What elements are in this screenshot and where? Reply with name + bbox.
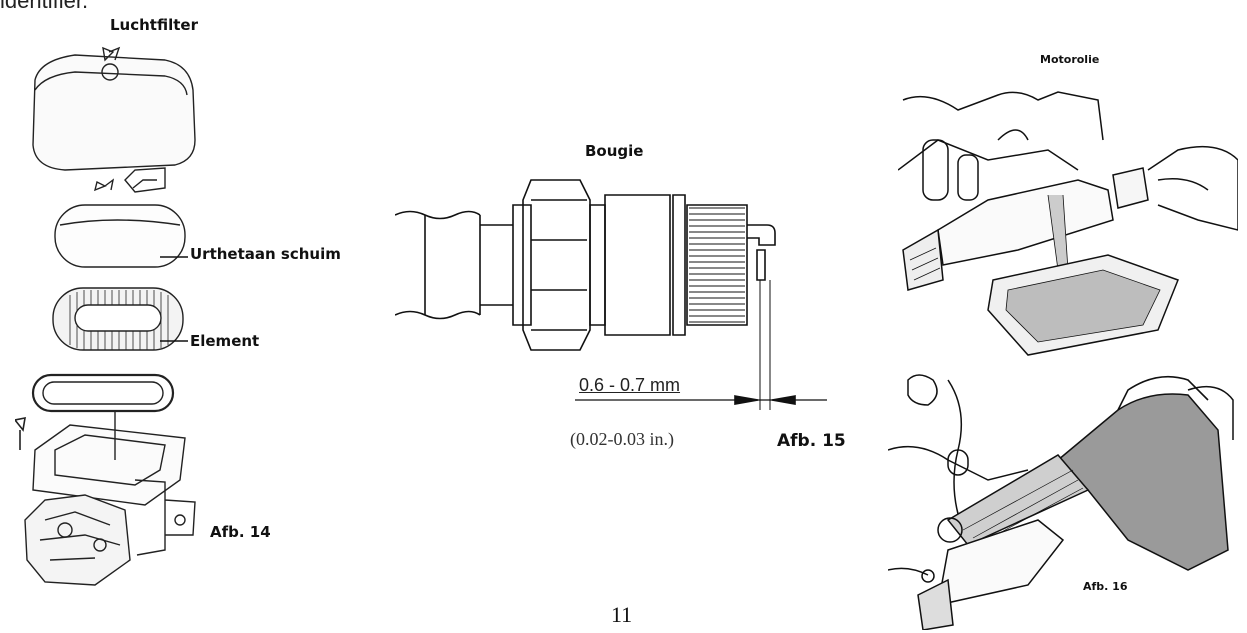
spark-plug-illustration [395, 170, 835, 430]
header-fragment: identifier. [0, 0, 89, 13]
engine-oil-title: Motorolie [1040, 53, 1100, 66]
figure-15-caption: Afb. 15 [777, 431, 846, 451]
gap-inch-label: (0.02-0.03 in.) [570, 429, 674, 449]
gap-mm-label: 0.6 - 0.7 mm [579, 375, 681, 395]
page-number: 11 [611, 602, 633, 627]
figure-16-caption: Afb. 16 [1083, 580, 1128, 593]
air-filter-title: Luchtfilter [110, 16, 198, 34]
leader-lines [160, 245, 220, 365]
air-filter-illustration [15, 30, 255, 590]
figure-14-caption: Afb. 14 [210, 523, 271, 541]
spark-plug-title: Bougie [585, 142, 644, 160]
urethane-foam-label: Urthetaan schuim [190, 245, 341, 263]
oil-fill-illustration [888, 370, 1238, 630]
oil-drain-illustration [898, 80, 1238, 370]
element-label: Element [190, 332, 260, 350]
